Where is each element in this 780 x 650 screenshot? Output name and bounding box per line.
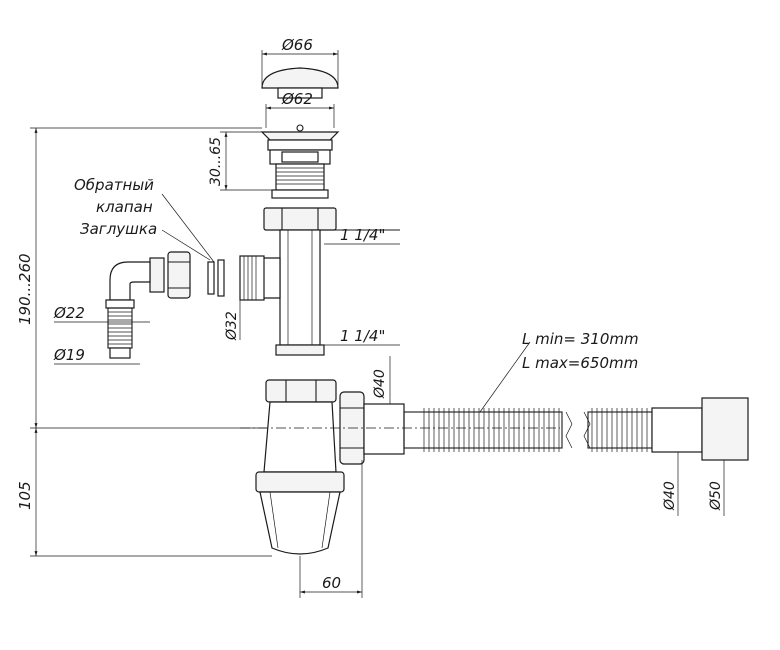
label-105: 105: [16, 481, 34, 510]
label-check-valve-1: Обратный: [74, 176, 154, 194]
dim-d19: Ø19: [53, 346, 140, 365]
dim-30-65: 30...65: [208, 131, 272, 191]
dim-d40-outlet: Ø40: [372, 356, 391, 404]
label-thread-top: 1 1/4": [340, 226, 385, 244]
label-30-65: 30...65: [208, 137, 224, 186]
side-inlet: [239, 255, 281, 301]
label-d22: Ø22: [53, 304, 85, 322]
label-thread-bottom: 1 1/4": [340, 327, 385, 345]
label-d32: Ø32: [224, 311, 240, 341]
hose-length-labels: L min= 310mm L max=650mm: [479, 330, 639, 413]
dim-d40-hose: Ø40: [662, 452, 679, 516]
bottle-trap: [255, 379, 345, 555]
hose-break: [565, 411, 591, 449]
corrugated-hose-left: [403, 408, 563, 452]
label-d62: Ø62: [281, 90, 313, 108]
check-valve-parts: [167, 251, 225, 299]
label-check-valve-2: клапан: [96, 198, 153, 216]
drain-body: [263, 149, 337, 231]
leader-check-valve: Обратный клапан Заглушка: [74, 176, 215, 263]
dim-d22: Ø22: [53, 304, 150, 323]
drain-cap: [261, 67, 339, 99]
label-190-260: 190...260: [16, 253, 34, 325]
label-60: 60: [322, 574, 341, 592]
side-elbow: [105, 257, 165, 359]
dim-d50-hose: Ø50: [708, 460, 725, 516]
dim-d32: Ø32: [224, 256, 241, 341]
corrugated-hose-right: [587, 408, 653, 452]
dim-thread-bottom: 1 1/4": [324, 327, 400, 346]
label-d40-outlet: Ø40: [372, 369, 388, 399]
dim-d66: Ø66: [261, 36, 339, 85]
dim-105: 105: [16, 428, 272, 557]
dim-d62: Ø62: [265, 90, 335, 128]
label-d40-hose: Ø40: [662, 481, 678, 511]
dim-190-260: 190...260: [16, 127, 270, 429]
label-l-min: L min= 310mm: [522, 330, 639, 348]
label-d66: Ø66: [281, 36, 313, 54]
hose-end-connector: [651, 397, 749, 461]
dim-thread-top: 1 1/4": [324, 226, 400, 245]
label-l-max: L max=650mm: [522, 354, 638, 372]
dim-60: 60: [299, 460, 363, 598]
label-d50-hose: Ø50: [708, 481, 724, 511]
label-d19: Ø19: [53, 346, 85, 364]
drain-flange: [260, 124, 340, 151]
vertical-pipe: [275, 229, 400, 356]
label-plug: Заглушка: [80, 220, 157, 238]
